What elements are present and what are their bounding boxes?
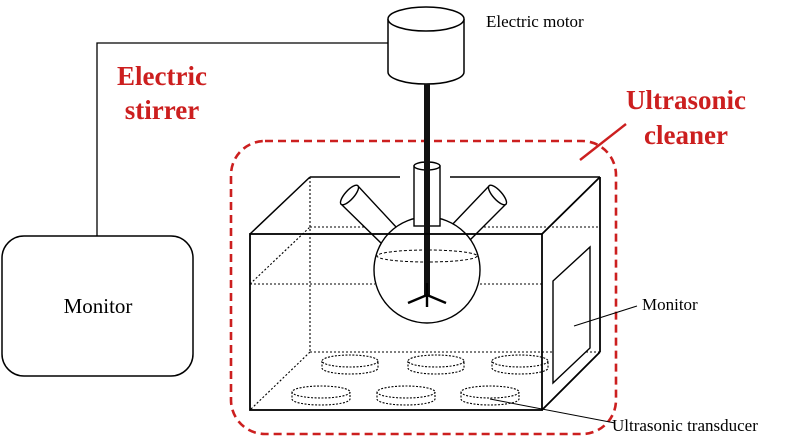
stirrer-shaft	[424, 84, 430, 296]
transducer-leader	[489, 398, 616, 424]
stirrer-monitor-box	[1, 235, 194, 377]
ultrasonic-cleaner-label-line2: cleaner	[644, 120, 728, 150]
transducer-disc	[321, 354, 379, 375]
ultrasonic-cleaner-boundary	[229, 139, 618, 436]
cleaner-monitor-panel	[552, 245, 591, 385]
electric-stirrer-label-line2: stirrer	[125, 95, 199, 125]
ultrasonic-transducers	[291, 354, 549, 406]
tank-hidden-edges	[249, 177, 600, 411]
electric-stirrer-label-line1: Electric	[117, 61, 207, 91]
transducer-disc	[460, 385, 520, 406]
tank-visible-edges	[249, 176, 601, 411]
monitor-right-leader	[573, 305, 638, 327]
three-neck-flask	[339, 161, 508, 324]
tank-back-rim	[249, 176, 600, 235]
stirrer-cable	[96, 42, 388, 236]
ultrasonic-cleaner-label-line1: Ultrasonic	[626, 85, 746, 115]
ultrasonic-cleaner-pointer	[579, 123, 627, 161]
transducer-disc	[376, 385, 436, 406]
transducer-disc	[407, 354, 465, 375]
stirrer-monitor-label: Monitor	[64, 294, 133, 318]
transducer-disc	[491, 354, 549, 375]
stirrer-impeller	[407, 283, 447, 307]
water-surface	[249, 226, 600, 285]
electric-motor-label: Electric motor	[486, 12, 584, 31]
electric-motor	[387, 6, 465, 85]
ultrasonic-transducer-label: Ultrasonic transducer	[612, 416, 758, 435]
cleaner-monitor-label: Monitor	[642, 295, 698, 314]
transducer-disc	[291, 385, 351, 406]
